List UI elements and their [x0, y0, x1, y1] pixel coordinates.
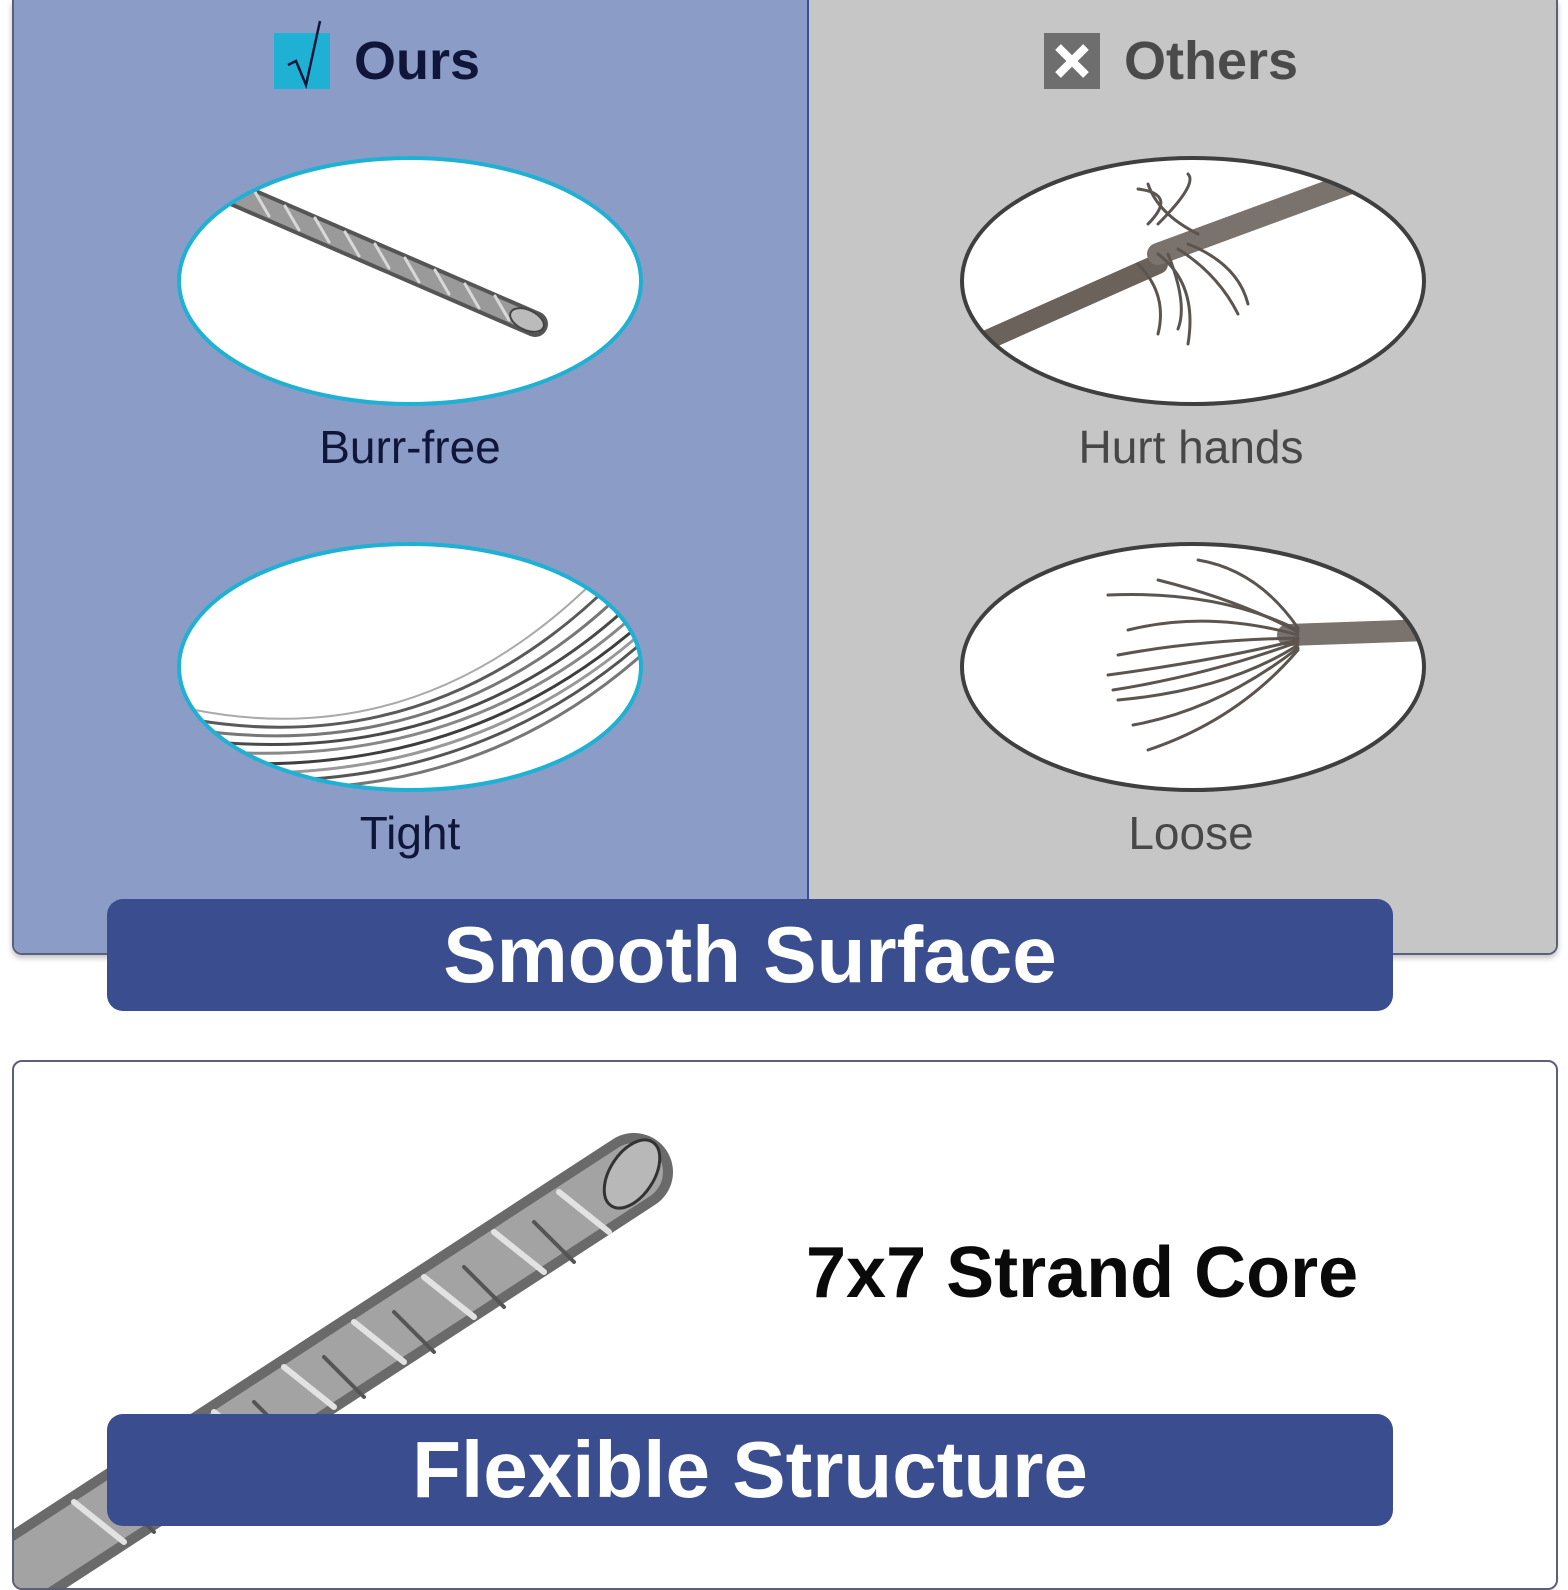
caption-burr-free: Burr-free	[319, 421, 501, 473]
caption-tight: Tight	[359, 807, 461, 859]
flexible-structure-banner: Flexible Structure	[107, 1414, 1393, 1526]
others-label: Others	[1124, 31, 1299, 91]
x-icon	[1044, 33, 1100, 89]
smooth-surface-banner: Smooth Surface	[107, 899, 1393, 1011]
hurt-hands-cable-image	[958, 154, 1428, 408]
burr-free-cable-image	[175, 154, 645, 408]
panel-divider	[807, 0, 809, 953]
strand-core-title: 7x7 Strand Core	[806, 1233, 1359, 1313]
loose-cable-image	[958, 540, 1428, 794]
smooth-surface-label: Smooth Surface	[443, 910, 1057, 999]
tight-cable-image	[175, 540, 645, 794]
flexible-structure-label: Flexible Structure	[412, 1425, 1088, 1514]
ours-label: Ours	[354, 31, 481, 91]
caption-loose: Loose	[1128, 807, 1254, 859]
check-icon	[274, 20, 330, 89]
ours-header: Ours	[274, 20, 481, 92]
others-header: Others	[1044, 30, 1298, 92]
caption-hurt-hands: Hurt hands	[1078, 421, 1304, 473]
